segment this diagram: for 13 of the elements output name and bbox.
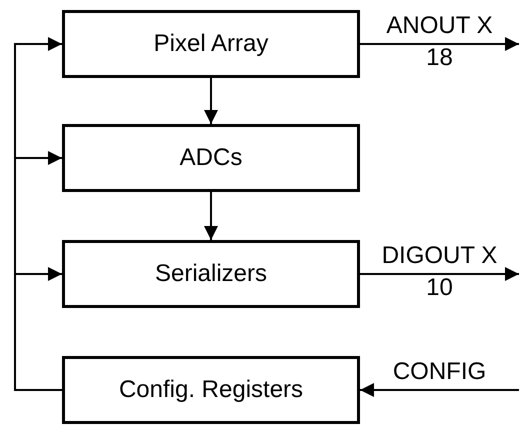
process-box: Serializers <box>62 240 360 308</box>
edge-label: CONFIG <box>392 357 488 387</box>
arrow <box>204 78 218 124</box>
process-box: Config. Registers <box>62 356 360 424</box>
process-box: Pixel Array <box>62 10 360 78</box>
arrow <box>360 267 519 281</box>
arrow <box>14 267 62 391</box>
edge-label: DIGOUT X 10 <box>380 241 498 303</box>
process-box: ADCs <box>62 124 360 192</box>
arrow <box>360 383 519 397</box>
arrow <box>204 192 218 240</box>
edge-label: ANOUT X 18 <box>385 11 494 73</box>
arrow <box>360 37 519 51</box>
